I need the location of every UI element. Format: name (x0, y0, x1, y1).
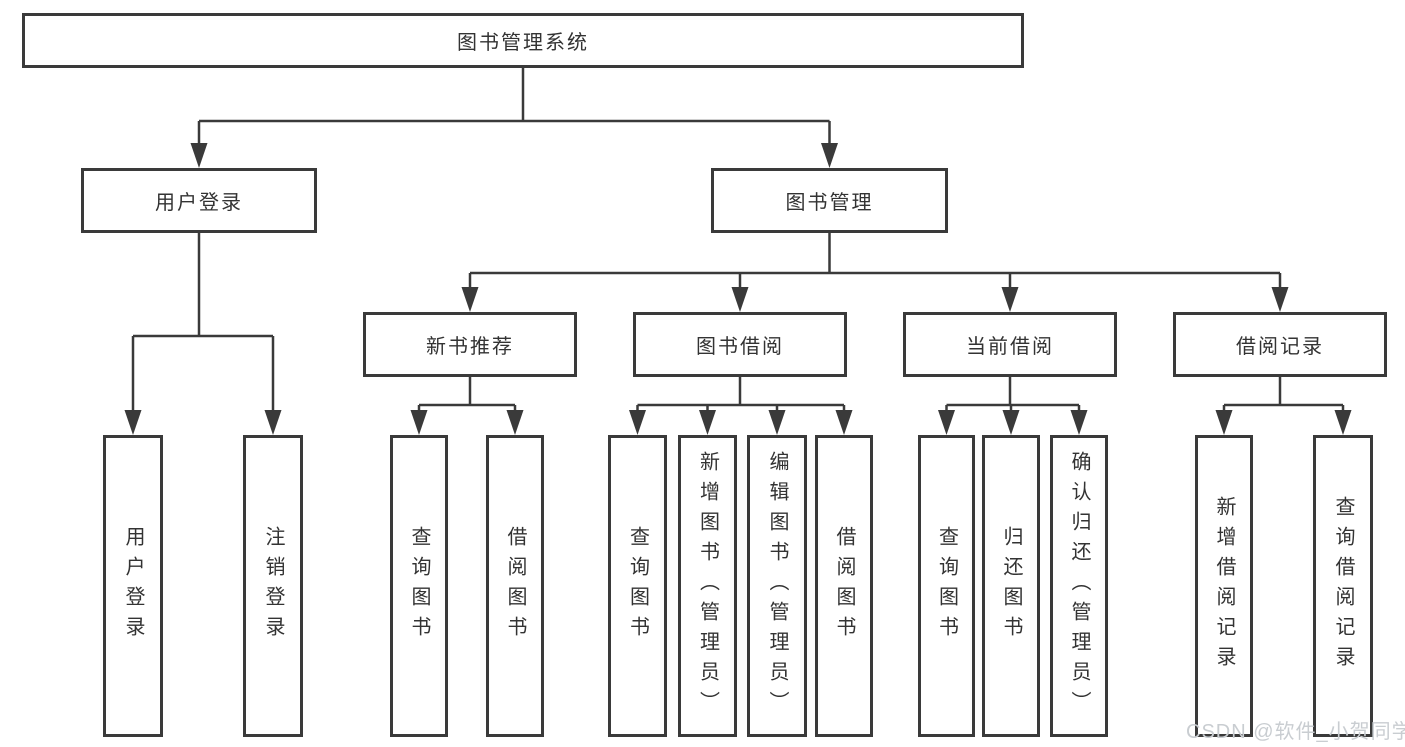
leaf-add-book-admin: 新增图书（管理员） (678, 435, 737, 737)
connector-book-borrow-to-leaves (636, 377, 846, 413)
node-borrowing-records: 借阅记录 (1173, 312, 1387, 377)
arrow-icon (1215, 410, 1233, 435)
leaf-current-query-books: 查询图书 (918, 435, 975, 737)
connector-root-to-level2 (197, 68, 831, 146)
arrow-icon (1002, 410, 1020, 435)
leaf-label: 查询图书 (935, 526, 958, 646)
node-book-borrowing: 图书借阅 (633, 312, 847, 377)
leaf-newbooks-borrow-books: 借阅图书 (486, 435, 544, 737)
connector-user-login-to-leaves (131, 233, 275, 413)
arrow-icon (410, 410, 428, 435)
leaf-label: 查询借阅记录 (1332, 496, 1354, 676)
leaf-label: 注销登录 (262, 526, 284, 646)
connector-current-borrow-to-leaves (945, 377, 1081, 413)
node-label: 图书借阅 (696, 336, 784, 358)
arrow-icon (1001, 287, 1019, 312)
node-new-book-recommend: 新书推荐 (363, 312, 577, 377)
arrow-icon (768, 410, 786, 435)
leaf-label: 查询图书 (626, 526, 649, 646)
leaf-query-borrow-record: 查询借阅记录 (1313, 435, 1373, 737)
leaf-user-login: 用户登录 (103, 435, 163, 737)
arrow-icon (124, 410, 142, 435)
arrow-icon (1070, 410, 1088, 435)
connector-borrow-records-to-leaves (1222, 377, 1345, 413)
arrow-icon (190, 143, 208, 168)
connector-book-mgmt-to-level3 (468, 233, 1282, 290)
leaf-edit-book-admin: 编辑图书（管理员） (747, 435, 807, 737)
node-label: 借阅记录 (1236, 336, 1324, 358)
csdn-watermark: CSDN @软件_小贺同学 (1186, 721, 1405, 743)
leaf-return-books: 归还图书 (982, 435, 1040, 737)
arrow-icon (506, 410, 524, 435)
arrow-icon (731, 287, 749, 312)
leaf-label: 用户登录 (122, 526, 144, 646)
leaf-label: 借阅图书 (833, 526, 855, 646)
leaf-add-borrow-record: 新增借阅记录 (1195, 435, 1253, 737)
node-current-borrowing: 当前借阅 (903, 312, 1117, 377)
leaf-label: 借阅图书 (504, 526, 526, 646)
leaf-logout: 注销登录 (243, 435, 303, 737)
leaf-label: 新增借阅记录 (1213, 496, 1235, 676)
node-root-library-system: 图书管理系统 (22, 13, 1024, 68)
node-label: 当前借阅 (966, 336, 1054, 358)
node-book-management: 图书管理 (711, 168, 948, 233)
node-label: 图书管理 (785, 192, 874, 214)
leaf-label: 确认归还（管理员） (1068, 451, 1090, 721)
arrow-icon (938, 410, 955, 435)
node-label: 用户登录 (155, 192, 243, 214)
node-user-login: 用户登录 (81, 168, 317, 233)
arrowheads (124, 143, 1352, 435)
arrow-icon (699, 410, 716, 435)
arrow-icon (1271, 287, 1289, 312)
arrow-icon (264, 410, 282, 435)
arrow-icon (629, 410, 646, 435)
arrow-icon (835, 410, 853, 435)
leaf-label: 新增图书（管理员） (696, 451, 719, 721)
leaf-borrow-query-books: 查询图书 (608, 435, 667, 737)
leaf-borrow-borrow-books: 借阅图书 (815, 435, 873, 737)
leaf-label: 查询图书 (408, 526, 430, 646)
node-label: 图书管理系统 (457, 32, 589, 54)
node-label: 新书推荐 (426, 336, 514, 358)
connector-new-books-to-leaves (417, 377, 517, 413)
arrow-icon (821, 143, 838, 168)
leaf-confirm-return-admin: 确认归还（管理员） (1050, 435, 1108, 737)
leaf-label: 编辑图书（管理员） (766, 451, 788, 721)
leaf-newbooks-query-books: 查询图书 (390, 435, 448, 737)
leaf-label: 归还图书 (1000, 526, 1022, 646)
arrow-icon (1334, 410, 1352, 435)
arrow-icon (461, 287, 479, 312)
